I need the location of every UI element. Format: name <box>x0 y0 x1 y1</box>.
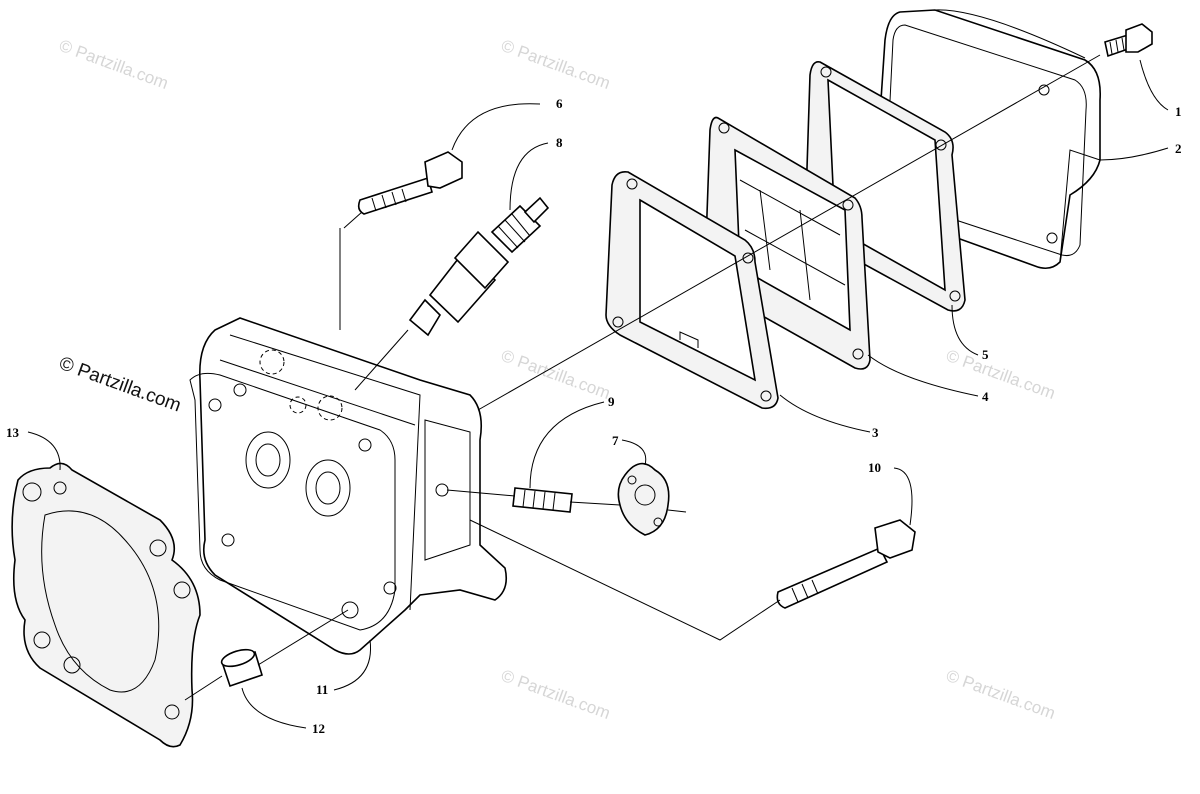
watermark-main: © Partzilla.com <box>56 353 183 417</box>
callout-8: 8 <box>556 135 563 150</box>
cover-bolt[interactable] <box>1104 23 1153 58</box>
callout-10: 10 <box>868 460 881 475</box>
watermark: © Partzilla.com <box>499 346 613 403</box>
small-gasket[interactable] <box>617 462 670 536</box>
callout-13: 13 <box>6 425 20 440</box>
watermark: © Partzilla.com <box>499 666 613 723</box>
callout-4: 4 <box>982 389 989 404</box>
callout-labels: 1 2 3 4 5 6 7 8 9 10 11 12 13 <box>6 96 1182 736</box>
head-gasket[interactable] <box>11 462 201 748</box>
cylinder-head[interactable] <box>189 317 508 655</box>
watermark: © Partzilla.com <box>944 666 1058 723</box>
housing-gasket[interactable] <box>605 170 779 410</box>
callout-3: 3 <box>872 425 879 440</box>
callout-9: 9 <box>608 394 615 409</box>
dowel-pin[interactable] <box>220 646 263 688</box>
watermark: © Partzilla.com <box>57 36 171 93</box>
callout-2: 2 <box>1175 141 1182 156</box>
callout-5: 5 <box>982 347 989 362</box>
head-bolt-long[interactable] <box>776 519 916 609</box>
watermark: © Partzilla.com <box>499 36 613 93</box>
callout-6: 6 <box>556 96 563 111</box>
head-bolt-short[interactable] <box>357 151 463 215</box>
callout-leaders <box>27 59 1169 729</box>
assembly-lines <box>184 54 1101 701</box>
callout-11: 11 <box>316 682 328 697</box>
callout-1: 1 <box>1175 104 1182 119</box>
stud[interactable] <box>512 487 573 513</box>
watermark: © Partzilla.com <box>944 346 1058 403</box>
callout-12: 12 <box>312 721 325 736</box>
spark-plug[interactable] <box>408 196 550 337</box>
callout-7: 7 <box>612 433 619 448</box>
